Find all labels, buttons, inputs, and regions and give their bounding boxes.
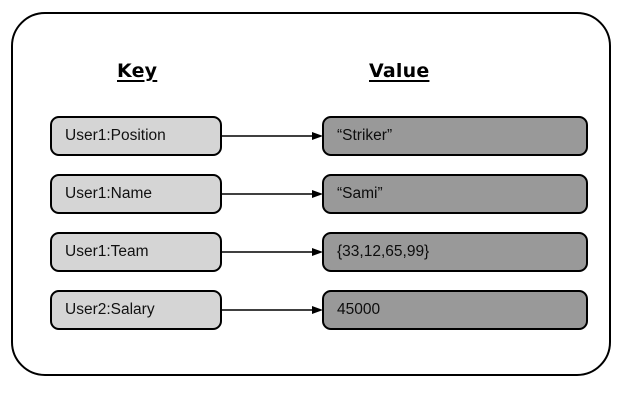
diagram-row: User1:Position “Striker”: [0, 116, 635, 156]
value-box: “Striker”: [322, 116, 588, 156]
diagram-row: User2:Salary 45000: [0, 290, 635, 330]
key-box: User2:Salary: [50, 290, 222, 330]
arrow-right-icon: [222, 132, 323, 140]
value-box: 45000: [322, 290, 588, 330]
value-box: {33,12,65,99}: [322, 232, 588, 272]
arrow-right-icon: [222, 306, 323, 314]
diagram-row: User1:Name “Sami”: [0, 174, 635, 214]
arrow-right-icon: [222, 190, 323, 198]
diagram-row: User1:Team {33,12,65,99}: [0, 232, 635, 272]
column-header-key: Key: [117, 60, 158, 82]
arrow-right-icon: [222, 248, 323, 256]
key-box: User1:Team: [50, 232, 222, 272]
column-header-value: Value: [369, 60, 430, 82]
key-box: User1:Position: [50, 116, 222, 156]
key-box: User1:Name: [50, 174, 222, 214]
value-box: “Sami”: [322, 174, 588, 214]
